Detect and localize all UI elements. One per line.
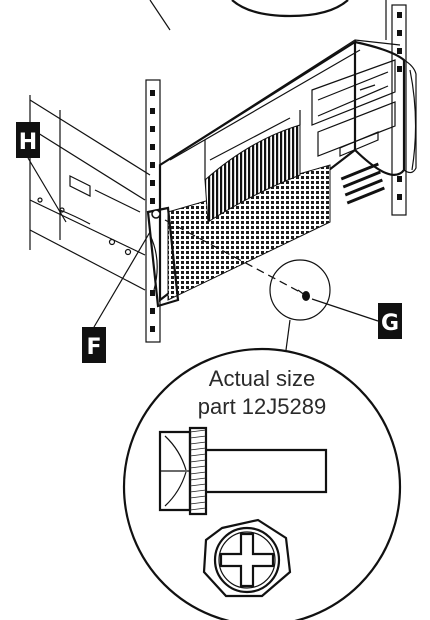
screw-side-view bbox=[158, 426, 328, 516]
callout-g: G bbox=[311, 298, 402, 339]
diskette-bay bbox=[317, 101, 396, 157]
rack-frame bbox=[29, 0, 407, 343]
screw-head-view bbox=[202, 518, 292, 598]
cooling-fins bbox=[204, 124, 301, 223]
callout-h: H bbox=[16, 122, 67, 223]
callout-f: F bbox=[82, 231, 151, 363]
top-detail-circle bbox=[231, 0, 349, 18]
caption-line-2: part 12J5289 bbox=[198, 394, 326, 419]
callout-h-label: H bbox=[19, 130, 37, 155]
caption-line-1: Actual size bbox=[209, 366, 315, 391]
server-bezel bbox=[146, 39, 417, 308]
optical-drive-bay bbox=[311, 59, 396, 126]
callout-f-label: F bbox=[86, 335, 101, 360]
actual-size-detail: Actual size part 12J5289 bbox=[122, 347, 402, 620]
screw-detail-small bbox=[269, 259, 331, 351]
callout-g-label: G bbox=[381, 311, 399, 336]
